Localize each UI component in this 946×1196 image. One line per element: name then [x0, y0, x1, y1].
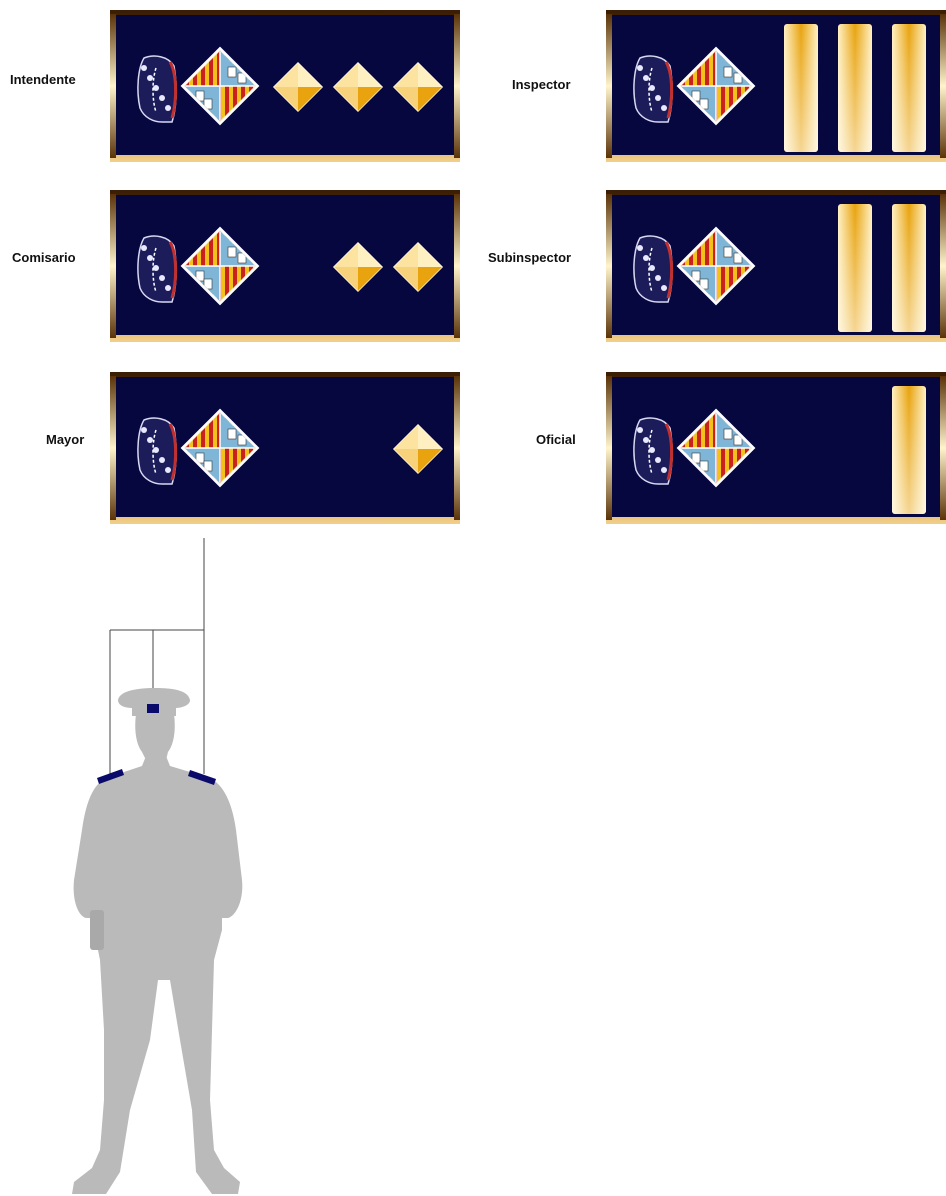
- rank-label-oficial: Oficial: [536, 432, 576, 447]
- shoulder-board-inspector: [606, 10, 946, 162]
- officer-silhouette-figure: [0, 520, 300, 1196]
- shoulder-board-subinspector: [606, 190, 946, 342]
- rank-bar-icon: [892, 24, 926, 152]
- officer-silhouette: [72, 688, 242, 1194]
- shoulder-board-comisario: [110, 190, 460, 342]
- rank-bar-icon: [892, 386, 926, 514]
- rank-label-subinspector: Subinspector: [488, 250, 571, 265]
- shoulder-board-intendente: [110, 10, 460, 162]
- rank-label-intendente: Intendente: [10, 72, 76, 87]
- rank-bar-icon: [784, 24, 818, 152]
- shoulder-board-oficial: [606, 372, 946, 524]
- shoulder-board-mayor: [110, 372, 460, 524]
- rank-label-mayor: Mayor: [46, 432, 84, 447]
- cap-badge-icon: [147, 704, 159, 713]
- rank-bar-icon: [838, 204, 872, 332]
- rank-bar-icon: [892, 204, 926, 332]
- rank-label-comisario: Comisario: [12, 250, 76, 265]
- rank-bar-icon: [838, 24, 872, 152]
- rank-label-inspector: Inspector: [512, 77, 571, 92]
